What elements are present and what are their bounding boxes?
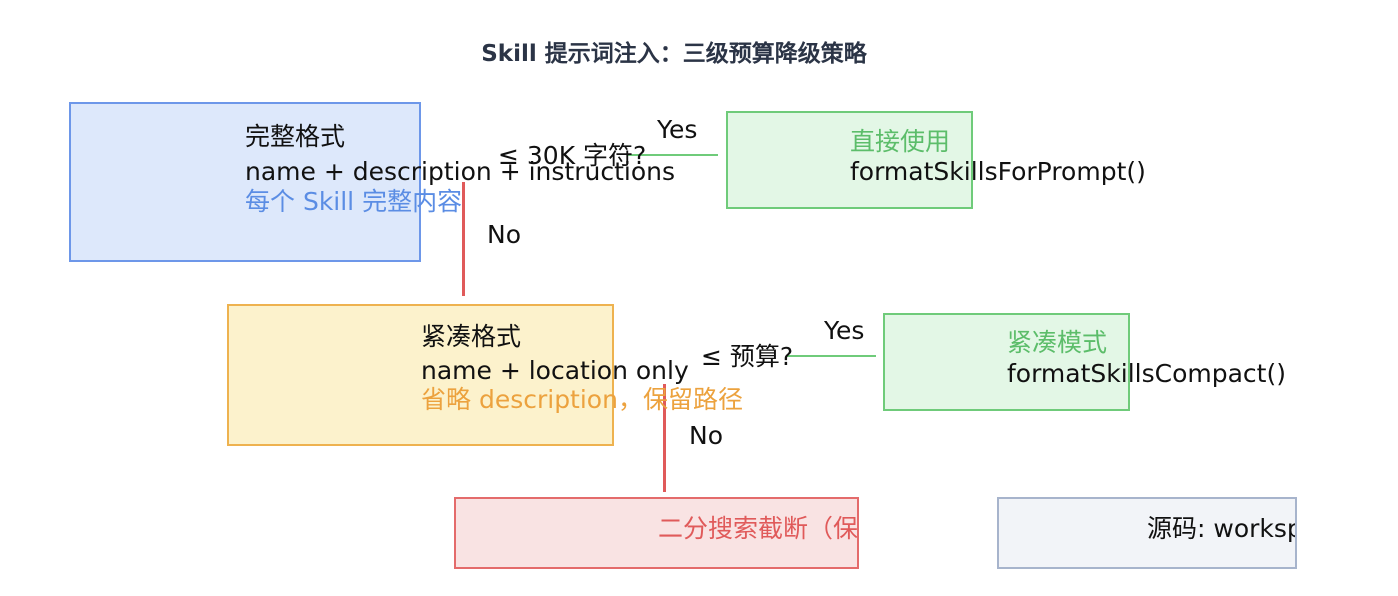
binary-search-label: 二分搜索截断（保留最大可行前缀） [658, 514, 859, 543]
direct-use-box [726, 111, 973, 209]
source-label: 源码: workspace/skills.ts [1147, 514, 1295, 543]
decision-1-question: ≤ 30K 字符? [498, 141, 647, 170]
connector-yes-2 [786, 355, 876, 357]
compact-mode-box [883, 313, 1130, 411]
full-format-fields: name + description + instructions [245, 157, 675, 186]
direct-use-heading: 直接使用 [850, 127, 951, 156]
decision-2-no-label: No [689, 421, 723, 450]
full-format-box [69, 102, 421, 262]
full-format-note: 每个 Skill 完整内容 [245, 187, 463, 216]
compact-mode-heading: 紧凑模式 [1007, 328, 1108, 357]
compact-format-heading: 紧凑格式 [421, 322, 522, 351]
diagram-title: Skill 提示词注入：三级预算降级策略 [481, 41, 867, 67]
full-format-heading: 完整格式 [245, 122, 346, 151]
binary-search-box: 二分搜索截断（保留最大可行前缀） [454, 497, 859, 569]
compact-mode-function: formatSkillsCompact() [1007, 359, 1286, 388]
connector-no-2 [663, 384, 666, 492]
connector-no-1 [462, 182, 465, 296]
compact-format-fields: name + location only [421, 356, 689, 385]
direct-use-function: formatSkillsForPrompt() [850, 157, 1146, 186]
decision-1-yes-label: Yes [657, 115, 698, 144]
decision-2-yes-label: Yes [824, 316, 865, 345]
source-box: 源码: workspace/skills.ts [997, 497, 1297, 569]
decision-2-question: ≤ 预算? [701, 342, 794, 371]
compact-format-note: 省略 description，保留路径 [421, 385, 743, 414]
decision-1-no-label: No [487, 220, 521, 249]
compact-format-box [227, 304, 614, 446]
connector-yes-1 [628, 154, 718, 156]
